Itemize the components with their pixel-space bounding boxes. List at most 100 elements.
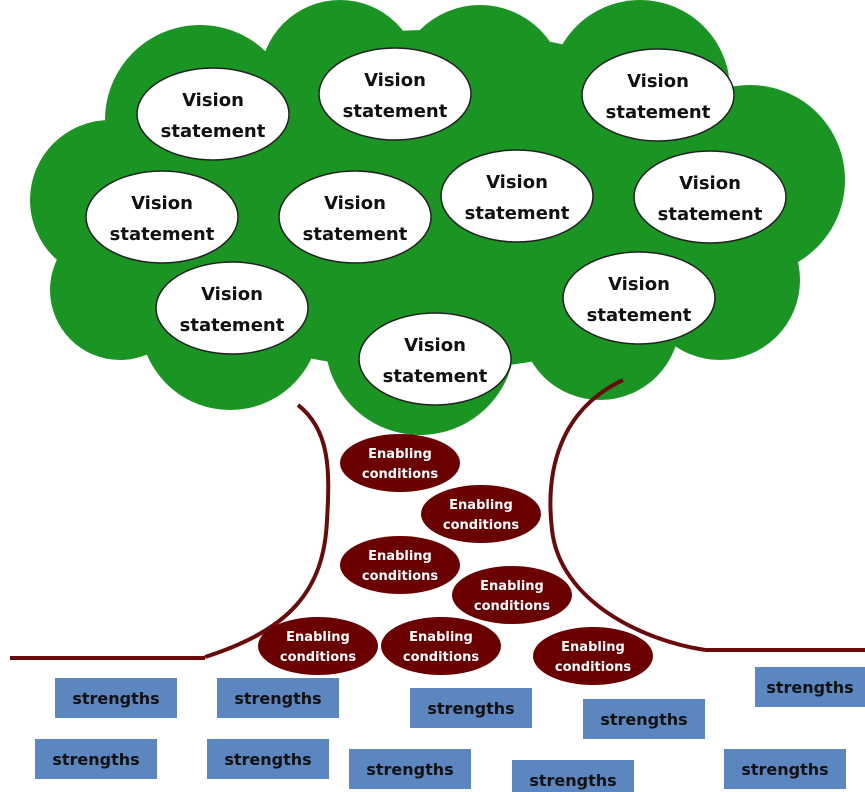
strengths-box: strengths: [512, 760, 634, 792]
enabling-line2: conditions: [474, 599, 551, 614]
vision-line1: Vision: [627, 71, 689, 92]
enabling-line2: conditions: [403, 650, 480, 665]
strengths-rect: [724, 749, 846, 789]
strengths-label: strengths: [224, 750, 311, 769]
vision-line1: Vision: [679, 173, 741, 194]
enabling-conditions-bubble: Enabling conditions: [533, 627, 653, 685]
vision-line2: statement: [465, 203, 570, 224]
enabling-line1: Enabling: [480, 579, 544, 594]
enabling-line2: conditions: [280, 650, 357, 665]
vision-line1: Vision: [486, 172, 548, 193]
enabling-conditions: EnablingconditionsEnablingconditionsEnab…: [258, 434, 653, 685]
vision-line2: statement: [161, 121, 266, 142]
enabling-ellipse: [381, 617, 501, 675]
vision-statements: VisionstatementVisionstatementVisionstat…: [85, 47, 787, 406]
tree-trunk: [10, 378, 865, 660]
vision-line2: statement: [658, 204, 763, 225]
vision-line1: Vision: [404, 335, 466, 356]
enabling-conditions-bubble: Enabling conditions: [421, 485, 541, 543]
strengths-box: strengths: [755, 667, 865, 707]
vision-ellipse: [278, 170, 432, 264]
enabling-conditions-bubble: Enabling conditions: [340, 434, 460, 492]
strengths-label: strengths: [366, 760, 453, 779]
vision-statement-bubble: Vision statement: [358, 312, 512, 406]
vision-line2: statement: [587, 305, 692, 326]
strengths-label: strengths: [741, 760, 828, 779]
vision-line2: statement: [303, 224, 408, 245]
vision-line1: Vision: [182, 90, 244, 111]
enabling-ellipse: [421, 485, 541, 543]
vision-ellipse: [562, 251, 716, 345]
enabling-line1: Enabling: [409, 630, 473, 645]
vision-statement-bubble: Vision statement: [633, 150, 787, 244]
strengths-rect: [512, 760, 634, 792]
strengths-label: strengths: [427, 699, 514, 718]
strengths-box: strengths: [349, 749, 471, 789]
strengths-label: strengths: [766, 678, 853, 697]
strengths-box: strengths: [724, 749, 846, 789]
enabling-conditions-bubble: Enabling conditions: [381, 617, 501, 675]
enabling-ellipse: [340, 536, 460, 594]
enabling-line2: conditions: [362, 569, 439, 584]
enabling-line1: Enabling: [368, 549, 432, 564]
enabling-ellipse: [452, 566, 572, 624]
vision-line2: statement: [383, 366, 488, 387]
trunk-right-line: [548, 378, 706, 652]
strengths-box: strengths: [35, 739, 157, 779]
strengths-rect: [349, 749, 471, 789]
strengths-label: strengths: [234, 689, 321, 708]
strengths-rect: [410, 688, 532, 728]
enabling-ellipse: [258, 617, 378, 675]
enabling-ellipse: [340, 434, 460, 492]
vision-statement-bubble: Vision statement: [581, 48, 735, 142]
strengths-label: strengths: [72, 689, 159, 708]
vision-line2: statement: [606, 102, 711, 123]
vision-line2: statement: [343, 101, 448, 122]
strengths-rect: [55, 678, 177, 718]
enabling-ellipse: [533, 627, 653, 685]
vision-ellipse: [581, 48, 735, 142]
enabling-conditions-bubble: Enabling conditions: [340, 536, 460, 594]
vision-ellipse: [136, 67, 290, 161]
strengths-box: strengths: [55, 678, 177, 718]
strengths-box: strengths: [217, 678, 339, 718]
vision-line1: Vision: [324, 193, 386, 214]
vision-statement-bubble: Vision statement: [136, 67, 290, 161]
enabling-conditions-bubble: Enabling conditions: [452, 566, 572, 624]
vision-ellipse: [318, 47, 472, 141]
enabling-line1: Enabling: [286, 630, 350, 645]
vision-ellipse: [155, 261, 309, 355]
strengths-rect: [207, 739, 329, 779]
vision-ellipse: [440, 149, 594, 243]
strengths-box: strengths: [410, 688, 532, 728]
strengths-label: strengths: [529, 771, 616, 790]
vision-ellipse: [633, 150, 787, 244]
enabling-line2: conditions: [362, 467, 439, 482]
strengths-rect: [217, 678, 339, 718]
enabling-line1: Enabling: [368, 447, 432, 462]
enabling-line2: conditions: [443, 518, 520, 533]
vision-line2: statement: [180, 315, 285, 336]
trunk-left-line: [204, 403, 331, 659]
vision-statement-bubble: Vision statement: [440, 149, 594, 243]
vision-line1: Vision: [364, 70, 426, 91]
vision-line1: Vision: [131, 193, 193, 214]
strengths-boxes: strengths strengths strengths strengths stre…: [35, 667, 865, 792]
vision-statement-bubble: Vision statement: [318, 47, 472, 141]
strengths-rect: [35, 739, 157, 779]
strengths-rect: [583, 699, 705, 739]
enabling-line1: Enabling: [449, 498, 513, 513]
strengths-box: strengths: [207, 739, 329, 779]
enabling-line1: Enabling: [561, 640, 625, 655]
enabling-line2: conditions: [555, 660, 632, 675]
vision-line2: statement: [110, 224, 215, 245]
vision-statement-bubble: Vision statement: [85, 170, 239, 264]
vision-statement-bubble: Vision statement: [278, 170, 432, 264]
vision-ellipse: [85, 170, 239, 264]
vision-ellipse: [358, 312, 512, 406]
enabling-conditions-bubble: Enabling conditions: [258, 617, 378, 675]
strengths-box: strengths: [583, 699, 705, 739]
